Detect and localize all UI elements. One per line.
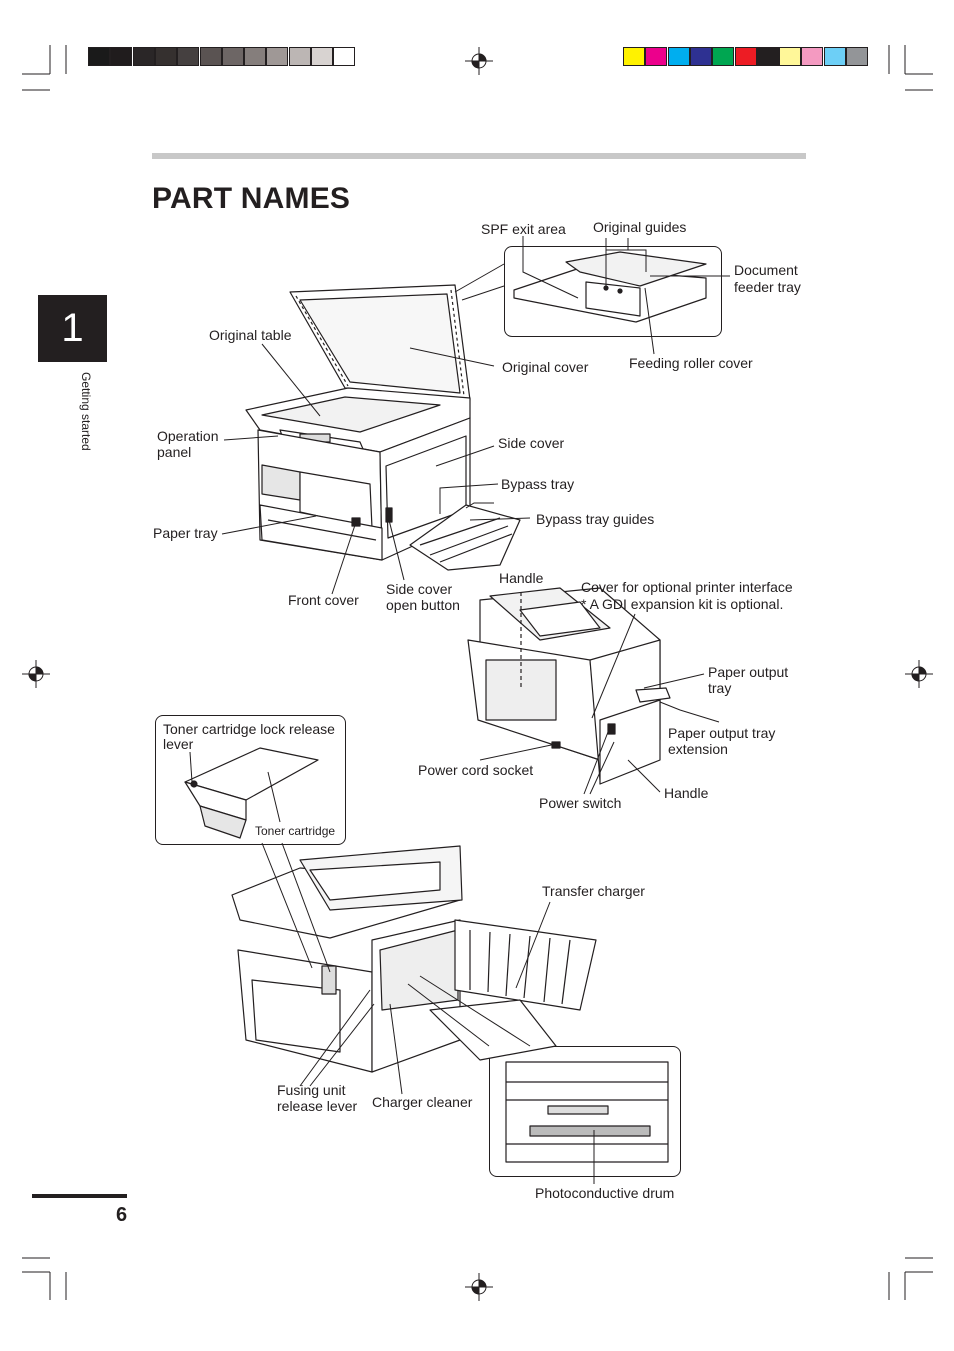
label-power-cord-socket: Power cord socket [418,762,534,778]
label-paper-output-tray-line1: Paper output [708,664,789,680]
page-number-rule [32,1194,127,1198]
label-toner-lock-release-line1: Toner cartridge lock release [163,721,335,737]
label-toner-cartridge: Toner cartridge [255,824,336,838]
toner-cartridge-drawing [184,747,319,839]
page-number: 6 [116,1204,128,1226]
label-feeding-roller-cover: Feeding roller cover [629,355,753,371]
label-fusing-unit-release-line1: Fusing unit [277,1082,346,1098]
color-swatch [801,47,824,66]
grey-swatch [221,47,244,66]
registration-target-left [22,660,50,688]
color-swatch [756,47,779,66]
rear-copier-drawing [467,587,671,785]
leader-lines [189,236,730,1184]
grey-swatch [110,47,133,66]
label-paper-output-tray-line2: tray [708,680,732,696]
label-document-feeder-tray-line1: Document [734,262,798,278]
grey-swatch [288,47,311,66]
label-handle-bottom: Handle [664,785,709,801]
label-transfer-charger: Transfer charger [542,883,645,899]
main-copier-drawing [245,284,521,571]
color-swatch [734,47,757,66]
label-spf-exit-area: SPF exit area [481,221,566,237]
spf-drawing [513,251,707,323]
registration-target-top [465,47,493,75]
registration-target-right [905,660,933,688]
registration-target-bottom [465,1273,493,1301]
label-power-switch: Power switch [539,795,622,811]
label-original-guides: Original guides [593,219,687,235]
label-operation-panel-line1: Operation [157,428,219,444]
label-paper-output-tray-extension-line1: Paper output tray [668,725,776,741]
label-gdi-note: * A GDI expansion kit is optional. [581,596,784,612]
grey-swatch [132,47,155,66]
grey-swatch [199,47,222,66]
color-swatch [689,47,712,66]
label-handle-top: Handle [499,570,544,586]
color-swatch [712,47,735,66]
drum-drawing [505,1061,669,1163]
label-bypass-tray: Bypass tray [501,476,575,492]
label-operation-panel-line2: panel [157,444,192,460]
open-copier-drawing [231,845,597,1073]
label-side-cover: Side cover [498,435,565,451]
label-front-cover: Front cover [288,592,359,608]
section-label: Getting started [79,372,93,451]
title-rule [152,153,806,159]
color-swatch [779,47,802,66]
label-photoconductive-drum: Photoconductive drum [535,1185,675,1201]
page-title: PART NAMES [152,182,351,215]
label-paper-tray: Paper tray [153,525,218,541]
chapter-tab: 1 [38,295,107,362]
label-bypass-tray-guides: Bypass tray guides [536,511,655,527]
grey-swatch [154,47,177,66]
grey-swatch [244,47,267,66]
grey-swatch [266,47,289,66]
label-side-cover-open-button-line1: Side cover [386,581,453,597]
color-swatch [846,47,868,66]
label-paper-output-tray-extension-line2: extension [668,741,728,757]
label-cover-optional-interface: Cover for optional printer interface [581,579,793,595]
grey-swatch [88,47,110,66]
label-charger-cleaner: Charger cleaner [372,1094,473,1110]
color-swatch [823,47,846,66]
label-toner-lock-release-line2: lever [163,736,194,752]
color-swatch [667,47,690,66]
color-swatch [623,47,645,66]
label-fusing-unit-release-line2: release lever [277,1098,358,1114]
grey-swatch [333,47,356,66]
grey-swatch [311,47,333,66]
label-document-feeder-tray-line2: feeder tray [734,279,801,295]
label-side-cover-open-button-line2: open button [386,597,460,613]
grey-swatch [177,47,200,66]
color-swatch [645,47,668,66]
label-original-cover: Original cover [502,359,589,375]
label-original-table: Original table [209,327,292,343]
